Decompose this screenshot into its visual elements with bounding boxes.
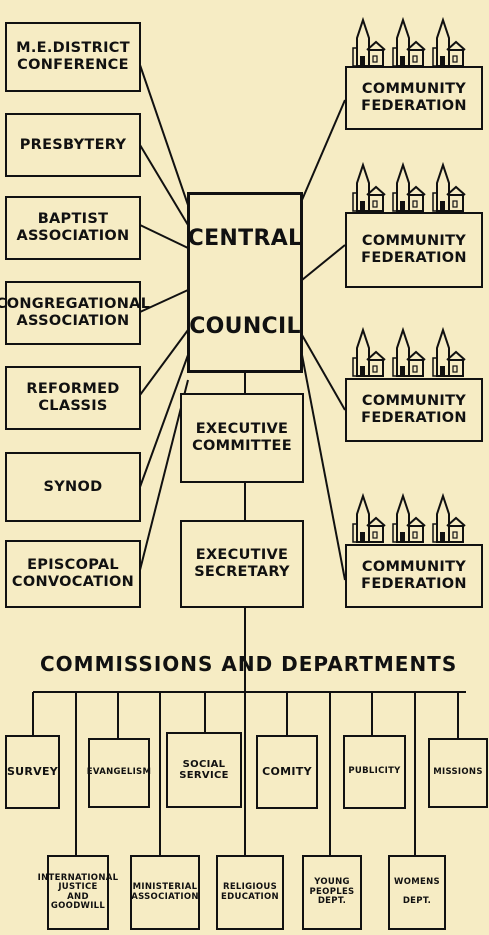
dept-social-service: SOCIAL SERVICE [166, 732, 242, 808]
church-icon-group-3 [352, 329, 466, 377]
dept-ministerial-association: MINISTERIAL ASSOCIATION [130, 855, 200, 930]
community-federation-1: COMMUNITY FEDERATION [345, 66, 483, 130]
dept-international-justice: INTERNATIONAL JUSTICE AND GOODWILL [38, 855, 118, 930]
community-federation-3: COMMUNITY FEDERATION [345, 378, 483, 442]
dept-womens: WOMENS DEPT. [388, 855, 446, 930]
body-reformed-classis: REFORMED CLASSIS [5, 366, 141, 430]
dept-missions: MISSIONS [428, 738, 488, 808]
dept-evangelism: EVANGELISM [87, 738, 151, 808]
body-baptist-association: BAPTIST ASSOCIATION [5, 196, 141, 260]
church-icon-group-4 [352, 495, 466, 543]
body-episcopal-convocation: EPISCOPAL CONVOCATION [5, 540, 141, 608]
body-synod: SYNOD [5, 452, 141, 522]
dept-comity: COMITY [256, 735, 318, 809]
dept-survey: SURVEY [5, 735, 60, 809]
church-icon-group-1 [352, 19, 466, 67]
central-council-line1: CENTRAL [187, 226, 303, 252]
dept-religious-education: RELIGIOUS EDUCATION [216, 855, 284, 930]
central-council-line2: COUNCIL [189, 313, 301, 339]
church-icon-group-2 [352, 164, 466, 212]
executive-secretary: EXECUTIVE SECRETARY [180, 520, 304, 608]
central-council-box: CENTRAL COUNCIL [187, 192, 303, 373]
community-federation-4: COMMUNITY FEDERATION [345, 544, 483, 608]
dept-young-peoples: YOUNG PEOPLES DEPT. [302, 855, 362, 930]
commissions-heading: COMMISSIONS AND DEPARTMENTS [40, 652, 458, 676]
body-me-district-conference: M.E.DISTRICT CONFERENCE [5, 22, 141, 92]
dept-publicity: PUBLICITY [343, 735, 406, 809]
body-presbytery: PRESBYTERY [5, 113, 141, 177]
community-federation-2: COMMUNITY FEDERATION [345, 212, 483, 288]
body-congregational-association: CONGREGATIONAL ASSOCIATION [0, 281, 150, 345]
executive-committee: EXECUTIVE COMMITTEE [180, 393, 304, 483]
